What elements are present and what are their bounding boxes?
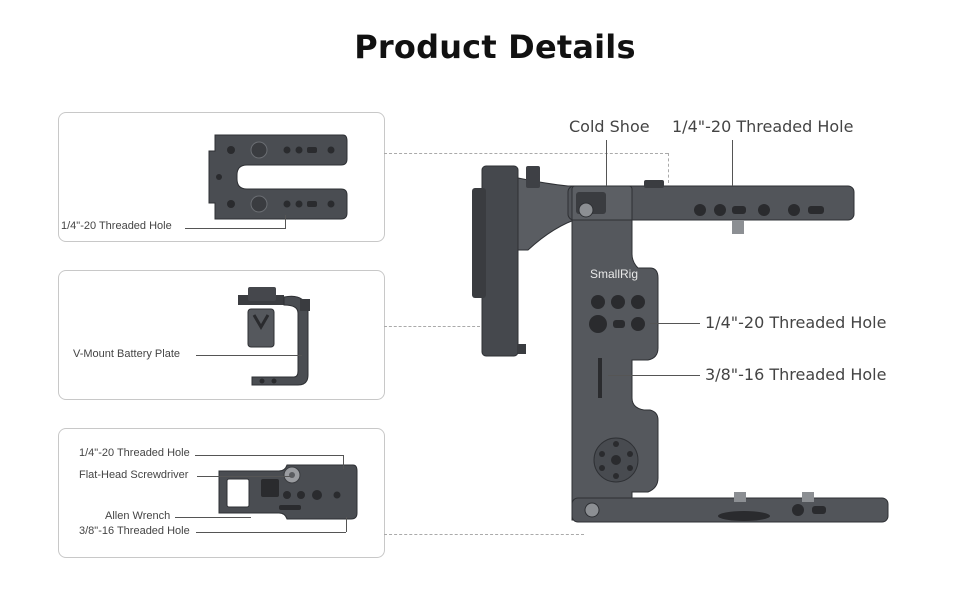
leader-cold-shoe bbox=[606, 140, 607, 186]
box3-leader-1 bbox=[195, 455, 343, 456]
bottom-plate-illustration bbox=[218, 464, 358, 520]
box2-label: V-Mount Battery Plate bbox=[73, 348, 180, 360]
leader-large-hole bbox=[608, 375, 700, 376]
label-cold-shoe: Cold Shoe bbox=[569, 117, 650, 136]
box1-leader bbox=[185, 228, 285, 229]
brand-logo: SmallRig bbox=[590, 267, 638, 281]
detail-box-vmount: V-Mount Battery Plate bbox=[58, 270, 385, 400]
box3-label-allen: Allen Wrench bbox=[105, 510, 171, 522]
box3-leader-3 bbox=[175, 517, 251, 518]
box3-leader-4v bbox=[346, 517, 347, 532]
box3-label-hole-eighths: 3/8"-16 Threaded Hole bbox=[79, 525, 190, 537]
box1-label: 1/4"-20 Threaded Hole bbox=[61, 220, 172, 232]
connector-top bbox=[384, 153, 668, 154]
label-top-hole: 1/4"-20 Threaded Hole bbox=[672, 117, 854, 136]
vmount-illustration bbox=[238, 287, 310, 386]
box3-label-screwdriver: Flat-Head Screwdriver bbox=[79, 469, 189, 481]
label-mid-hole: 1/4"-20 Threaded Hole bbox=[705, 313, 887, 332]
label-large-hole: 3/8"-16 Threaded Hole bbox=[705, 365, 887, 384]
box3-leader-1v bbox=[343, 455, 344, 469]
box3-leader-4 bbox=[196, 532, 346, 533]
leader-top-hole bbox=[732, 140, 733, 186]
connector-bottom bbox=[384, 534, 584, 535]
page-title: Product Details bbox=[354, 28, 636, 66]
connector-mid bbox=[384, 326, 480, 327]
camera-cage-illustration: SmallRig bbox=[472, 165, 889, 523]
box3-leader-2 bbox=[197, 476, 291, 477]
box2-leader bbox=[196, 355, 302, 356]
detail-box-top-handle: 1/4"-20 Threaded Hole bbox=[58, 112, 385, 242]
box1-leader-v bbox=[285, 215, 286, 229]
leader-mid-hole bbox=[650, 323, 700, 324]
connector-top-v bbox=[668, 153, 669, 183]
detail-box-bottom-plate: 1/4"-20 Threaded Hole Flat-Head Screwdri… bbox=[58, 428, 385, 558]
top-handle-illustration bbox=[208, 134, 348, 220]
box3-label-hole-quarter: 1/4"-20 Threaded Hole bbox=[79, 447, 190, 459]
